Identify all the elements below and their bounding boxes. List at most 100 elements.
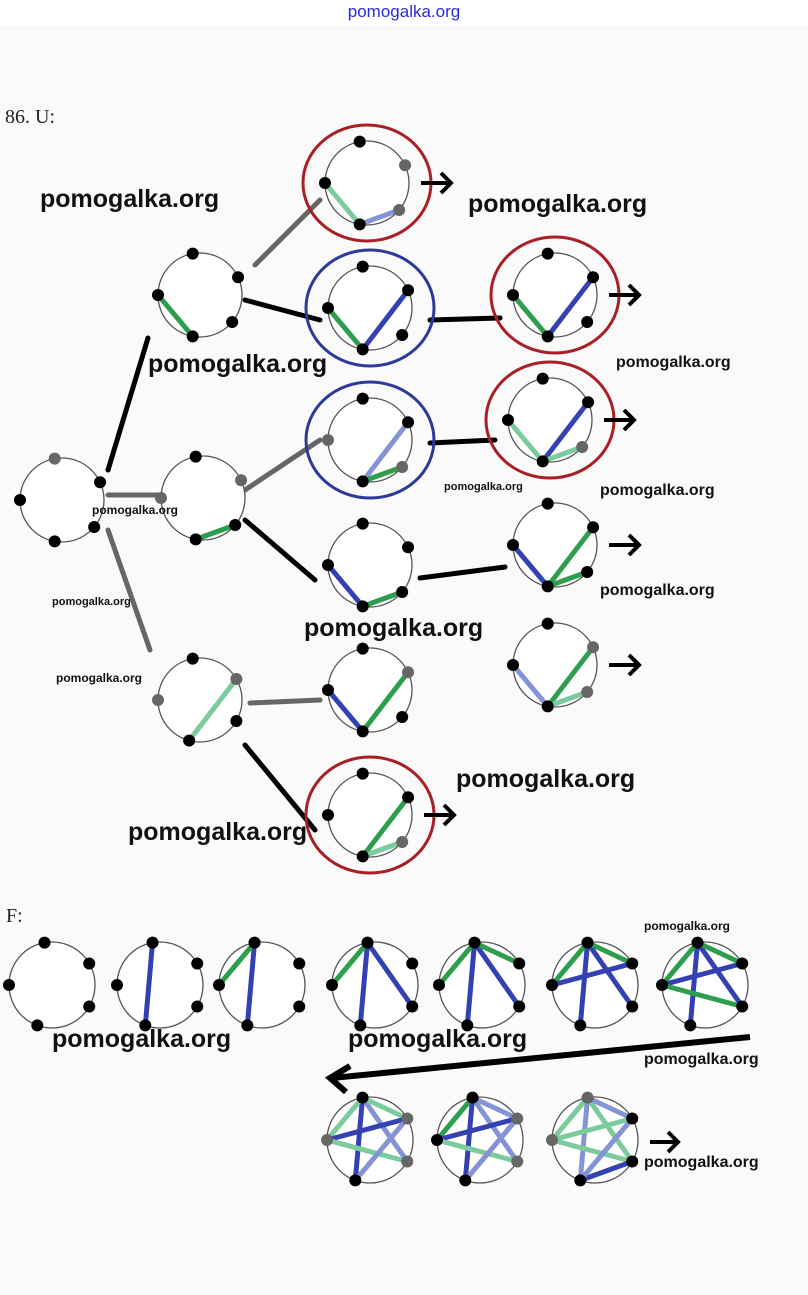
graph-vertex bbox=[226, 315, 239, 328]
graph-vertex bbox=[322, 559, 334, 571]
graph-vertex bbox=[229, 518, 242, 531]
graph-edge bbox=[545, 569, 590, 589]
tree-connector bbox=[427, 437, 498, 446]
tree-connector bbox=[247, 697, 323, 706]
graph-vertex bbox=[322, 684, 334, 696]
graph-edge bbox=[510, 542, 551, 589]
graph-vertex bbox=[31, 1019, 44, 1032]
graph-edge bbox=[357, 940, 371, 1028]
graph-edge bbox=[462, 1116, 520, 1183]
graph-edge bbox=[585, 940, 635, 1009]
graph-vertex bbox=[541, 330, 554, 343]
graph-vertex bbox=[356, 343, 369, 356]
graph-edge bbox=[434, 1095, 476, 1143]
graph-vertex bbox=[356, 850, 369, 863]
graph-vertex bbox=[356, 475, 369, 488]
arrow-head bbox=[627, 653, 642, 677]
graph-vertex bbox=[626, 1112, 639, 1125]
graph-vertex bbox=[393, 203, 406, 216]
graph-vertex bbox=[406, 1000, 419, 1013]
graph-edge bbox=[193, 522, 238, 542]
graph-vertex bbox=[232, 271, 245, 284]
arrow-head bbox=[622, 408, 637, 432]
site-link[interactable]: pomogalka.org bbox=[347, 2, 461, 21]
graph-edge bbox=[687, 940, 701, 1028]
watermark: pomogalka.org bbox=[444, 481, 523, 493]
graph-vertex bbox=[396, 460, 409, 473]
graph-vertex bbox=[536, 372, 549, 385]
tree-connector bbox=[417, 564, 508, 581]
graph-vertex bbox=[48, 452, 61, 465]
graph-vertex bbox=[513, 957, 526, 970]
graph-edge bbox=[352, 1116, 410, 1183]
graph-edge bbox=[510, 292, 551, 339]
graph-edge bbox=[585, 940, 635, 966]
graph-edge bbox=[505, 417, 546, 464]
graph-vertex bbox=[111, 979, 123, 991]
graph-edge bbox=[434, 1116, 520, 1143]
tree-connector bbox=[242, 297, 323, 323]
graph-vertex bbox=[322, 809, 334, 821]
graph-edge bbox=[462, 1095, 476, 1183]
graph-vertex bbox=[581, 565, 594, 578]
graph-edge bbox=[352, 1095, 366, 1183]
watermark: pomogalka.org bbox=[616, 354, 731, 371]
graph-vertex bbox=[356, 260, 369, 273]
arrow-head bbox=[627, 283, 642, 307]
graph-vertex bbox=[356, 725, 369, 738]
watermark: pomogalka.org bbox=[348, 1025, 528, 1053]
graph-edge bbox=[360, 1095, 410, 1164]
graph-vertex bbox=[356, 642, 369, 655]
graph-vertex bbox=[230, 673, 243, 685]
graph-edge bbox=[577, 1116, 635, 1183]
graph-edge bbox=[436, 940, 478, 988]
graph-vertex bbox=[626, 957, 639, 970]
graph-vertex bbox=[356, 1091, 369, 1104]
watermark: pomogalka.org bbox=[456, 765, 636, 793]
graph-vertex bbox=[576, 440, 589, 453]
graph-vertex bbox=[235, 474, 248, 487]
graph-circle bbox=[218, 941, 306, 1029]
graph-vertex bbox=[541, 700, 554, 713]
highlight-outline bbox=[304, 380, 436, 500]
graph-vertex bbox=[94, 476, 107, 489]
graph-vertex bbox=[468, 936, 481, 949]
graph-vertex bbox=[353, 218, 366, 231]
graph-vertex bbox=[191, 957, 204, 970]
graph-vertex bbox=[536, 455, 549, 468]
watermark: pomogalka.org bbox=[148, 350, 328, 378]
graph-vertex bbox=[322, 434, 334, 446]
graph-vertex bbox=[507, 539, 519, 551]
graph-vertex bbox=[541, 247, 554, 260]
graph-edge bbox=[545, 689, 590, 709]
tree-connector bbox=[242, 517, 318, 583]
graph-vertex bbox=[402, 416, 415, 429]
watermark: pomogalka.org bbox=[304, 614, 484, 642]
graph-edge bbox=[695, 940, 745, 966]
graph-vertex bbox=[581, 315, 594, 328]
graph-edge bbox=[510, 662, 551, 709]
graph-edge bbox=[577, 940, 591, 1028]
graph-edge bbox=[540, 444, 585, 464]
graph-vertex bbox=[406, 957, 419, 970]
graph-vertex bbox=[83, 957, 96, 970]
tree-connector bbox=[242, 437, 323, 493]
graph-vertex bbox=[402, 791, 415, 804]
graph-edge bbox=[549, 1116, 635, 1143]
graph-edge bbox=[659, 982, 745, 1009]
graph-edge bbox=[325, 305, 366, 352]
graph-edge bbox=[545, 524, 596, 589]
graph-vertex bbox=[459, 1174, 472, 1187]
watermark: pomogalka.org bbox=[92, 503, 179, 517]
graph-vertex bbox=[322, 302, 334, 314]
graph-vertex bbox=[321, 1134, 333, 1146]
site-header: pomogalka.org bbox=[0, 0, 808, 26]
graph-edge bbox=[549, 940, 591, 988]
graph-vertex bbox=[396, 585, 409, 598]
graph-vertex bbox=[736, 1000, 749, 1013]
graph-vertex bbox=[349, 1174, 362, 1187]
graph-vertex bbox=[396, 710, 409, 723]
graph-edge bbox=[659, 940, 701, 988]
graph-edge bbox=[357, 207, 402, 227]
graph-edge bbox=[470, 1095, 520, 1164]
